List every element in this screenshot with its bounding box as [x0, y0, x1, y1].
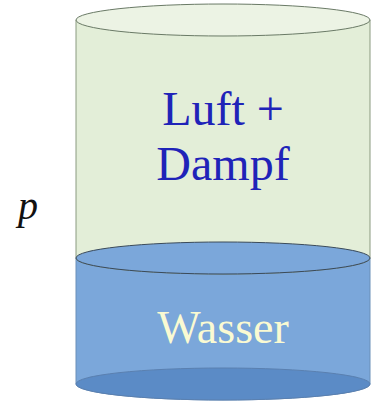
air-body: [76, 20, 370, 274]
region-label: Wasser: [157, 302, 289, 355]
water-surface: [76, 242, 370, 274]
region-label: Luft + Dampf: [128, 81, 318, 191]
water-body: [76, 258, 370, 400]
pressure-symbol: p: [18, 182, 38, 229]
air-vapour-region: Luft + Dampf: [90, 36, 356, 236]
top-ellipse: [76, 4, 370, 36]
bottom-ellipse: [76, 368, 370, 400]
water-region: Wasser: [90, 280, 356, 376]
